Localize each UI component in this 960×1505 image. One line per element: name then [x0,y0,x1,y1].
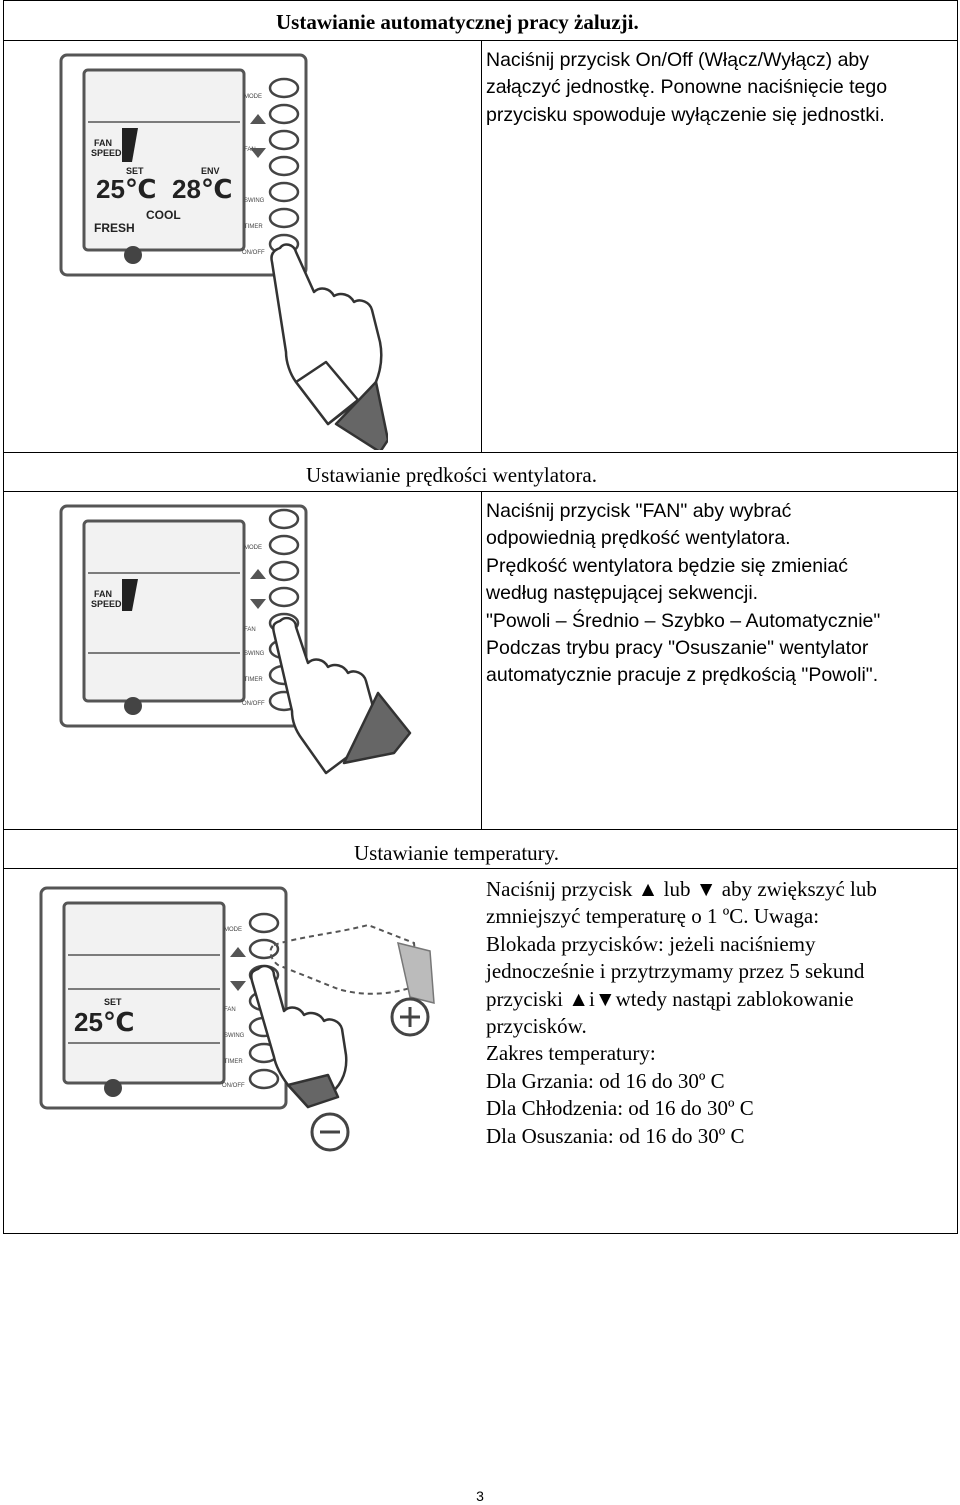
section-description: Naciśnij przycisk "FAN" aby wybrać odpow… [486,500,881,687]
svg-text:FAN: FAN [244,627,256,633]
section-heading: Ustawianie prędkości wentylatora. [306,463,597,487]
env-temp-display: 28℃ [172,174,232,204]
remote-button[interactable] [268,508,300,530]
remote-button[interactable] [268,534,300,556]
swing-label: SWING [244,198,265,204]
table-rule [3,40,958,41]
env-label: ENV [201,166,220,176]
column-divider [481,40,482,453]
dashed-hand-icon [269,923,420,995]
up-arrow-icon [250,114,266,124]
down-arrow-icon [250,148,266,158]
pointing-hand-icon [270,243,388,450]
svg-text:FAN: FAN [224,1007,236,1013]
fan-label: FAN [244,147,256,153]
table-rule [3,829,958,830]
remote-button[interactable] [268,560,300,582]
timer-label: TIMER [244,224,263,230]
set-temp-display: 25℃ [74,1007,134,1037]
cool-indicator: COOL [146,208,181,222]
table-rule [3,491,958,492]
section-description: Naciśnij przycisk On/Off (Włącz/Wyłącz) … [486,49,888,126]
down-arrow-icon [250,599,266,609]
set-label: SET [104,997,122,1007]
remote-temperature-illustration: SET 25℃ MODE FAN SWING TIMER ON/OFF [39,886,435,1152]
svg-text:TIMER: TIMER [244,677,263,683]
remote-button[interactable] [268,181,300,203]
svg-text:ON/OFF: ON/OFF [242,701,265,707]
section-heading: Ustawianie automatycznej pracy żaluzji. [276,10,639,34]
remote-button[interactable] [248,1068,280,1090]
remote-button[interactable] [268,207,300,229]
remote-button[interactable] [248,912,280,934]
remote-button[interactable] [268,155,300,177]
svg-text:MODE: MODE [244,545,262,551]
column-divider [481,491,482,830]
pointing-hand-icon [272,616,412,775]
set-label: SET [126,166,144,176]
remote-button[interactable] [248,938,280,960]
svg-text:SWING: SWING [244,651,265,657]
remote-button[interactable] [268,77,300,99]
pointing-hand-icon [250,964,348,1109]
page-number: 3 [476,1488,484,1504]
instruction-table [3,0,958,1234]
remote-button[interactable] [268,103,300,125]
table-rule [3,868,958,869]
svg-text:TIMER: TIMER [224,1059,243,1065]
up-arrow-icon [250,569,266,579]
mode-label: MODE [244,94,262,100]
remote-button[interactable] [268,586,300,608]
svg-text:SWING: SWING [224,1033,245,1039]
set-temp-display: 25℃ [96,174,156,204]
table-rule [3,452,958,453]
up-arrow-icon [230,947,246,957]
remote-button[interactable] [268,129,300,151]
down-arrow-icon [230,981,246,991]
section-description: Naciśnij przycisk ▲ lub ▼ aby zwiększyć … [486,877,877,1148]
onoff-label: ON/OFF [242,250,265,256]
section-heading: Ustawianie temperatury. [354,841,560,865]
svg-text:ON/OFF: ON/OFF [222,1083,245,1089]
fresh-indicator: FRESH [94,221,135,235]
svg-text:MODE: MODE [224,927,242,933]
